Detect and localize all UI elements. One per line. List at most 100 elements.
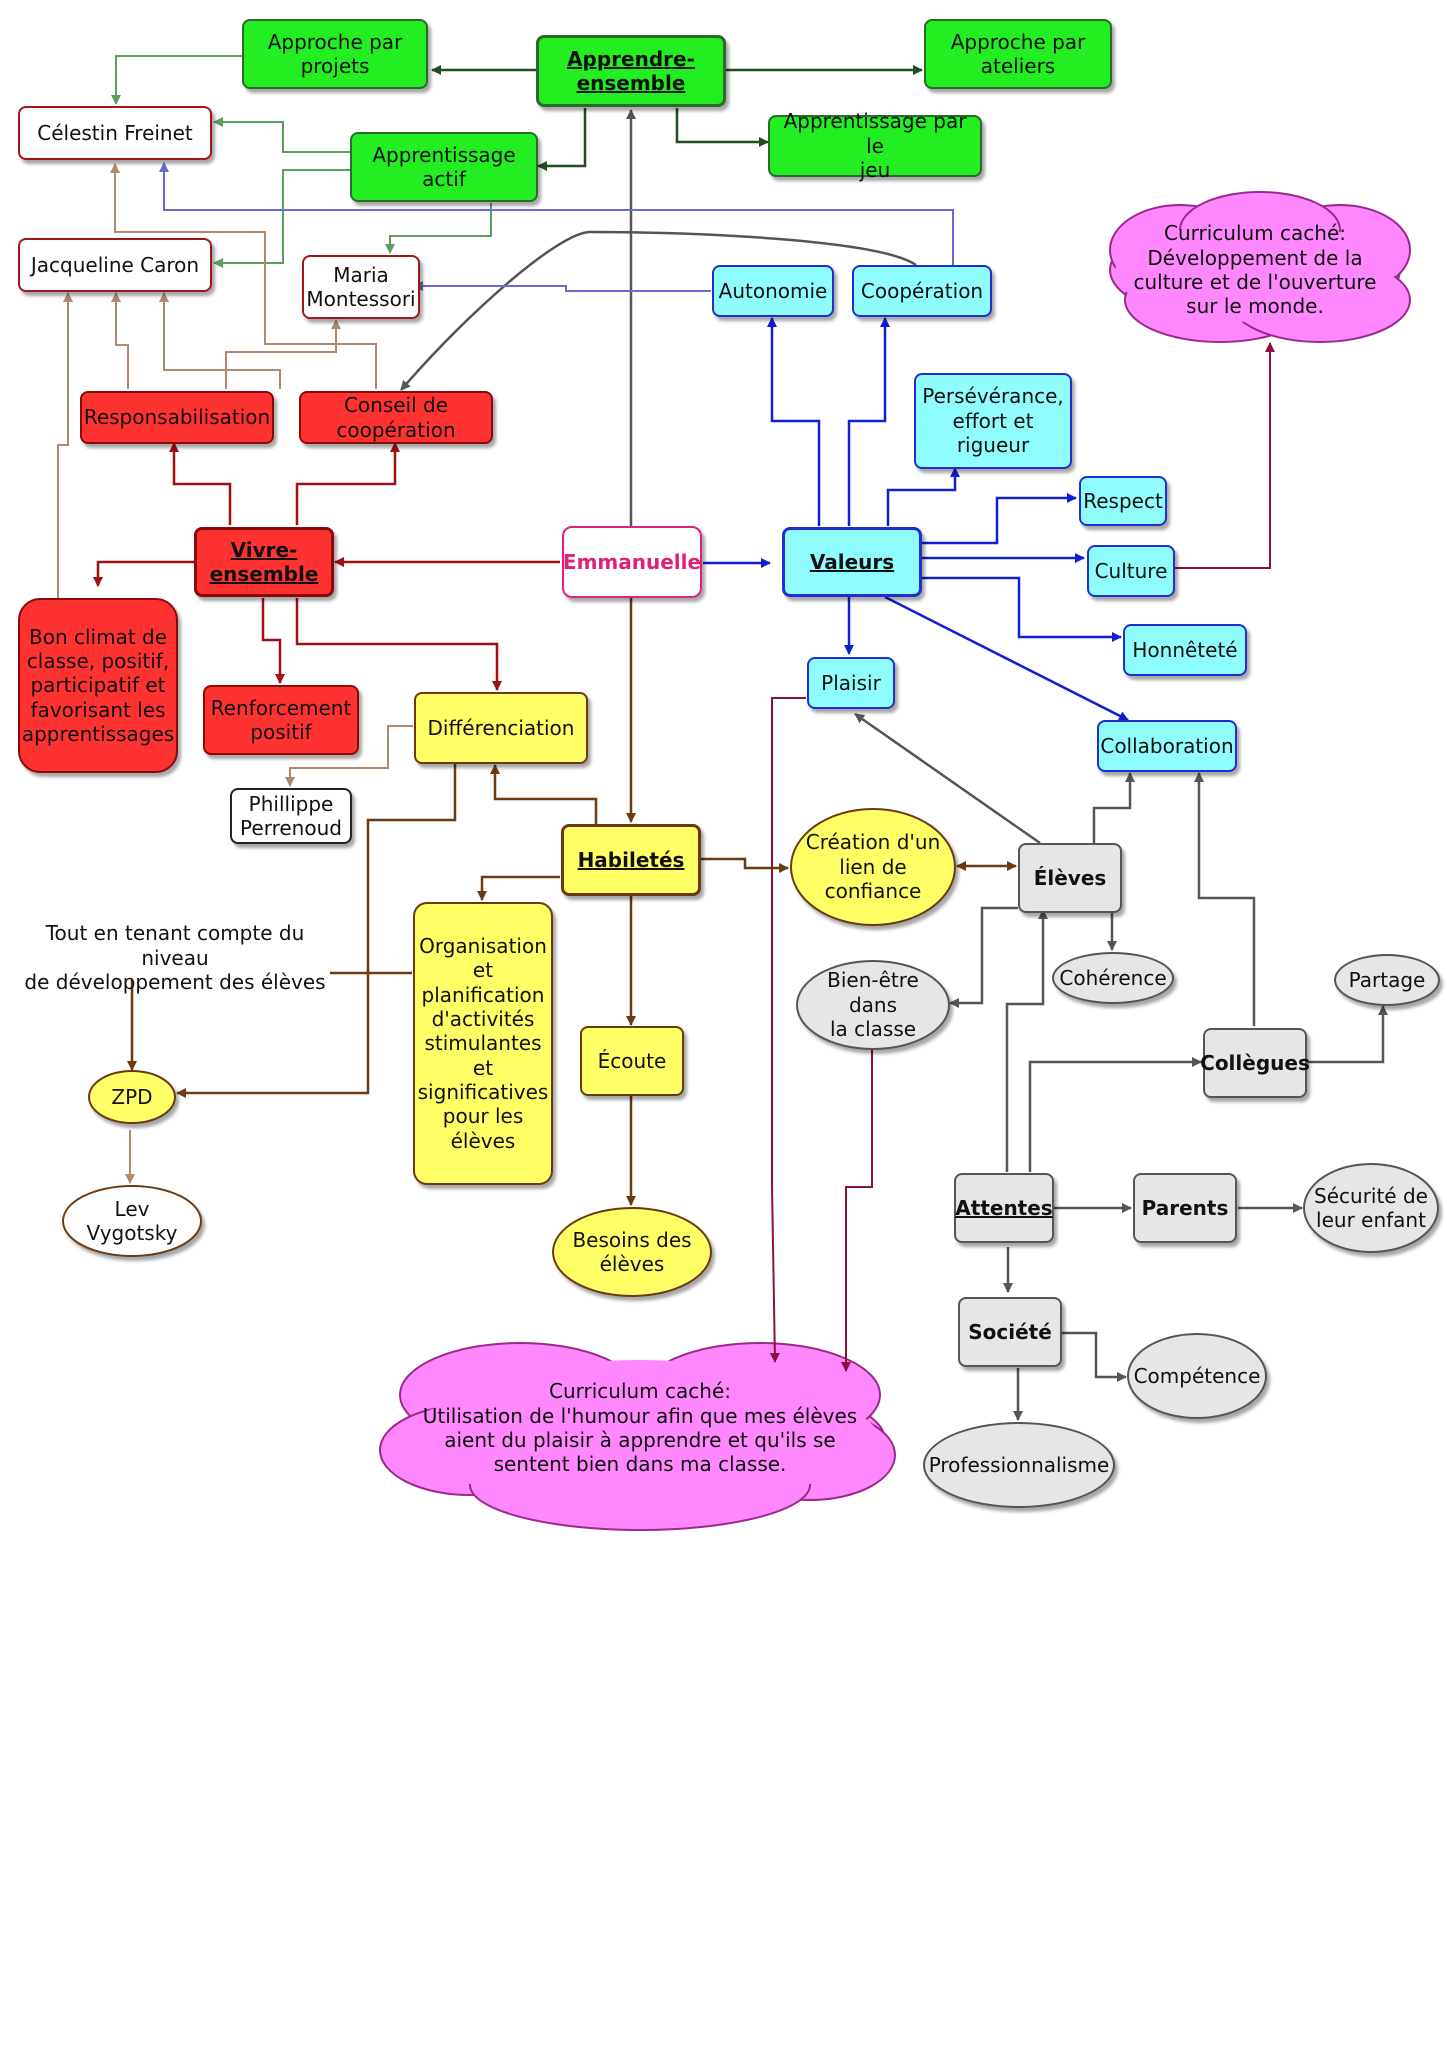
node-perseverance[interactable]: Persévérance, effort et rigueur bbox=[914, 373, 1072, 469]
node-maria-montessori[interactable]: Maria Montessori bbox=[302, 255, 420, 319]
node-autonomie[interactable]: Autonomie bbox=[712, 265, 834, 317]
node-securite-enfant-label: Sécurité de leur enfant bbox=[1314, 1183, 1428, 1232]
node-approche-projets-label: Approche par projets bbox=[267, 29, 403, 78]
node-jacqueline-caron-label: Jacqueline Caron bbox=[30, 252, 200, 277]
edges-curriculum bbox=[769, 342, 1275, 1372]
node-respect[interactable]: Respect bbox=[1079, 476, 1167, 526]
node-apprentissage-actif-label: Apprentissage actif bbox=[372, 142, 516, 191]
node-apprentissage-jeu[interactable]: Apprentissage par le jeu bbox=[768, 109, 982, 182]
node-valeurs-label: Valeurs bbox=[809, 549, 895, 574]
node-bon-climat[interactable]: Bon climat de classe, positif, participa… bbox=[18, 598, 178, 773]
node-parents[interactable]: Parents bbox=[1133, 1173, 1237, 1243]
node-habiletes[interactable]: Habiletés bbox=[561, 824, 701, 896]
node-partage-label: Partage bbox=[1348, 967, 1426, 992]
node-habiletes-label: Habiletés bbox=[577, 847, 685, 872]
node-professionnalisme[interactable]: Professionnalisme bbox=[923, 1422, 1115, 1508]
edges-light-green bbox=[111, 55, 492, 268]
cloud-curriculum-bottom-label: Curriculum caché: Utilisation de l'humou… bbox=[422, 1379, 858, 1477]
node-phillippe-perrenoud[interactable]: Phillippe Perrenoud bbox=[230, 788, 352, 844]
edges-habiletes bbox=[127, 598, 789, 1206]
node-lev-vygotsky-label: Lev Vygotsky bbox=[86, 1196, 178, 1245]
cloud-curriculum-top: Curriculum caché: Développement de la cu… bbox=[1120, 210, 1390, 330]
node-differenciation[interactable]: Différenciation bbox=[414, 692, 588, 764]
node-bien-etre[interactable]: Bien-être dans la classe bbox=[796, 960, 950, 1050]
node-societe-label: Société bbox=[968, 1319, 1052, 1344]
node-perseverance-label: Persévérance, effort et rigueur bbox=[922, 384, 1064, 458]
node-ecoute-label: Écoute bbox=[597, 1048, 667, 1073]
node-renforcement-positif-label: Renforcement positif bbox=[210, 695, 352, 744]
node-apprendre-ensemble[interactable]: Apprendre- ensemble bbox=[536, 35, 726, 107]
node-besoins-eleves[interactable]: Besoins des élèves bbox=[552, 1207, 712, 1297]
node-approche-ateliers-label: Approche par ateliers bbox=[950, 29, 1086, 78]
node-culture-label: Culture bbox=[1094, 558, 1168, 583]
node-valeurs[interactable]: Valeurs bbox=[782, 527, 922, 597]
node-respect-label: Respect bbox=[1083, 488, 1163, 513]
node-approche-projets[interactable]: Approche par projets bbox=[242, 19, 428, 89]
node-apprentissage-jeu-label: Apprentissage par le jeu bbox=[783, 109, 967, 183]
node-creation-lien[interactable]: Création d'un lien de confiance bbox=[790, 808, 956, 926]
text-tout-en-tenant-compte-label: Tout en tenant compte du niveau de dével… bbox=[24, 921, 326, 995]
edges-grey-center bbox=[400, 109, 917, 526]
node-emmanuelle[interactable]: Emmanuelle bbox=[562, 526, 702, 598]
node-bon-climat-label: Bon climat de classe, positif, participa… bbox=[21, 624, 175, 747]
node-competence[interactable]: Compétence bbox=[1127, 1333, 1267, 1419]
node-organisation-label: Organisation et planification d'activité… bbox=[417, 933, 549, 1153]
edges-light-blue bbox=[159, 162, 954, 292]
node-eleves-label: Élèves bbox=[1033, 865, 1107, 890]
node-celestin-freinet[interactable]: Célestin Freinet bbox=[18, 106, 212, 160]
node-celestin-freinet-label: Célestin Freinet bbox=[37, 120, 193, 145]
node-eleves[interactable]: Élèves bbox=[1018, 843, 1122, 913]
node-approche-ateliers[interactable]: Approche par ateliers bbox=[924, 19, 1112, 89]
node-attentes[interactable]: Attentes bbox=[954, 1173, 1054, 1243]
node-societe[interactable]: Société bbox=[958, 1297, 1062, 1367]
node-zpd-label: ZPD bbox=[111, 1084, 153, 1109]
node-attentes-label: Attentes bbox=[955, 1195, 1053, 1220]
node-honnetete[interactable]: Honnêteté bbox=[1123, 624, 1247, 676]
node-competence-label: Compétence bbox=[1133, 1363, 1261, 1388]
node-honnetete-label: Honnêteté bbox=[1132, 637, 1238, 662]
node-besoins-eleves-label: Besoins des élèves bbox=[572, 1227, 692, 1276]
node-differenciation-label: Différenciation bbox=[427, 715, 575, 740]
node-professionnalisme-label: Professionnalisme bbox=[928, 1452, 1110, 1477]
node-ecoute[interactable]: Écoute bbox=[580, 1026, 684, 1096]
cloud-curriculum-bottom: Curriculum caché: Utilisation de l'humou… bbox=[400, 1368, 880, 1488]
node-cooperation[interactable]: Coopération bbox=[852, 265, 992, 317]
node-phillippe-perrenoud-label: Phillippe Perrenoud bbox=[240, 791, 342, 840]
node-conseil-cooperation-label: Conseil de coopération bbox=[336, 393, 456, 442]
node-bien-etre-label: Bien-être dans la classe bbox=[827, 968, 919, 1042]
edges-apprendre bbox=[431, 65, 923, 171]
node-plaisir-label: Plaisir bbox=[821, 670, 881, 695]
node-zpd[interactable]: ZPD bbox=[88, 1070, 176, 1124]
node-vivre-ensemble-label: Vivre- ensemble bbox=[209, 537, 319, 586]
node-organisation[interactable]: Organisation et planification d'activité… bbox=[413, 902, 553, 1185]
node-culture[interactable]: Culture bbox=[1087, 545, 1175, 597]
text-tout-en-tenant-compte: Tout en tenant compte du niveau de dével… bbox=[10, 921, 340, 994]
node-conseil-cooperation[interactable]: Conseil de coopération bbox=[299, 391, 493, 444]
node-jacqueline-caron[interactable]: Jacqueline Caron bbox=[18, 238, 212, 292]
node-partage[interactable]: Partage bbox=[1334, 954, 1440, 1006]
cloud-curriculum-top-label: Curriculum caché: Développement de la cu… bbox=[1133, 221, 1377, 319]
node-vivre-ensemble[interactable]: Vivre- ensemble bbox=[194, 527, 334, 597]
node-collaboration-label: Collaboration bbox=[1100, 733, 1234, 758]
node-apprentissage-actif[interactable]: Apprentissage actif bbox=[350, 132, 538, 202]
node-maria-montessori-label: Maria Montessori bbox=[306, 262, 416, 311]
node-collegues-label: Collègues bbox=[1200, 1050, 1310, 1075]
node-coherence[interactable]: Cohérence bbox=[1052, 952, 1174, 1004]
edges-tan bbox=[57, 163, 413, 1184]
node-plaisir[interactable]: Plaisir bbox=[807, 657, 895, 709]
node-responsabilisation[interactable]: Responsabilisation bbox=[80, 391, 274, 444]
node-collegues[interactable]: Collègues bbox=[1200, 1028, 1310, 1098]
node-securite-enfant[interactable]: Sécurité de leur enfant bbox=[1303, 1163, 1439, 1253]
node-renforcement-positif[interactable]: Renforcement positif bbox=[203, 685, 359, 755]
node-creation-lien-label: Création d'un lien de confiance bbox=[805, 830, 941, 904]
node-emmanuelle-label: Emmanuelle bbox=[562, 549, 702, 574]
node-collaboration[interactable]: Collaboration bbox=[1097, 720, 1237, 772]
node-parents-label: Parents bbox=[1141, 1195, 1229, 1220]
edges-vivre bbox=[93, 442, 560, 691]
node-lev-vygotsky[interactable]: Lev Vygotsky bbox=[62, 1185, 202, 1257]
node-cooperation-label: Coopération bbox=[860, 278, 984, 303]
node-apprendre-ensemble-label: Apprendre- ensemble bbox=[567, 46, 695, 95]
node-coherence-label: Cohérence bbox=[1059, 965, 1167, 990]
